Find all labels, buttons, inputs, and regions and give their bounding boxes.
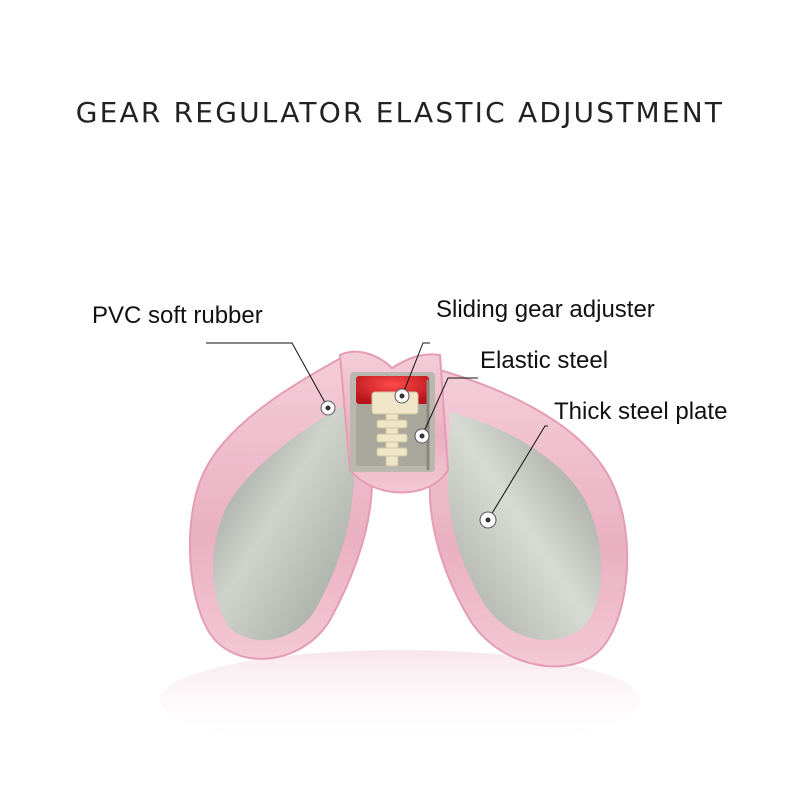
callout-pvc-soft-rubber: PVC soft rubber	[92, 302, 263, 329]
callout-dots	[320, 388, 497, 529]
leader-lines	[206, 342, 548, 521]
leader-pvc	[206, 342, 329, 409]
callout-thick-steel-plate: Thick steel plate	[554, 398, 728, 425]
leader-plate	[487, 425, 548, 521]
leader-gear	[401, 342, 430, 397]
left-steel-plate	[213, 405, 354, 641]
right-steel-plate	[448, 412, 602, 640]
headline: GEAR REGULATOR ELASTIC ADJUSTMENT	[75, 96, 725, 129]
leader-elastic	[421, 377, 478, 437]
callout-elastic-steel: Elastic steel	[480, 347, 609, 374]
floor-reflection	[160, 650, 640, 750]
callout-sliding-gear-adjuster: Sliding gear adjuster	[436, 296, 655, 323]
